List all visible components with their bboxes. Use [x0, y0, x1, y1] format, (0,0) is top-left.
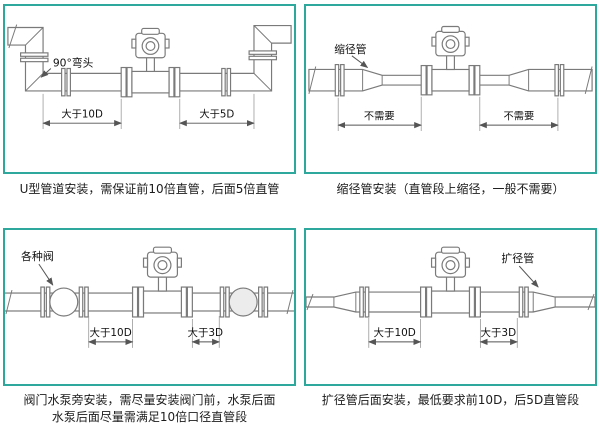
- callout: 各种阀: [21, 249, 54, 287]
- caption-reducer: 缩径管安装（直管段上缩径，一般不需要）: [304, 174, 597, 224]
- panel-expander: 大于10D 大于3D 扩径管 扩径管后面安装，最低要求前10D，后5D直管段: [304, 228, 597, 429]
- caption-line: 缩径管安装（直管段上缩径，一般不需要）: [336, 182, 565, 196]
- caption-expander: 扩径管后面安装，最低要求前10D，后5D直管段: [304, 386, 597, 408]
- u-pipe-frame: 大于10D 大于5D 90°弯头: [3, 4, 296, 174]
- caption-valve-pump: 阀门水泵旁安装，需尽量安装阀门前，水泵后面 水泵后面尽量需满足10倍口径直管段: [3, 386, 296, 424]
- dimensions: 大于10D 大于3D: [367, 318, 519, 349]
- panel-u-pipe: 大于10D 大于5D 90°弯头 U型管道安装，需保证前10倍直管，后面5倍直管: [3, 4, 296, 228]
- flowmeter-icon: [120, 27, 181, 98]
- callout-label: 扩径管: [501, 251, 534, 265]
- dim-right-label: 大于5D: [199, 107, 234, 120]
- callout: 90°弯头: [40, 57, 94, 78]
- dim-left-label: 大于10D: [374, 326, 416, 339]
- panel-valve-pump: 大于10D 大于3D 各种阀 阀门水泵旁安装，需尽量安装阀门前，水泵后面 水泵后…: [3, 228, 296, 429]
- dim-right-label: 大于3D: [481, 326, 517, 339]
- dimensions: 大于10D 大于3D: [87, 316, 224, 349]
- caption-line: 阀门水泵旁安装，需尽量安装阀门前，水泵后面: [23, 393, 276, 408]
- flowmeter-icon: [420, 25, 481, 96]
- dim-right-label: 不需要: [503, 110, 534, 122]
- caption-line: U型管道安装，需保证前10倍直管，后面5倍直管: [19, 182, 280, 196]
- flowmeter-icon: [131, 246, 193, 318]
- dimensions: 不需要 不需要: [337, 96, 559, 131]
- expander-frame: 大于10D 大于3D 扩径管: [304, 228, 597, 387]
- callout-label: 缩径管: [334, 43, 366, 56]
- caption-line: 水泵后面尽量需满足10倍口径直管段: [51, 409, 248, 424]
- reducer-frame: 不需要 不需要 缩径管: [304, 4, 597, 174]
- dim-left-label: 大于10D: [61, 107, 103, 120]
- callout-label: 各种阀: [21, 249, 54, 263]
- valve-pump-diagram: 大于10D 大于3D 各种阀: [5, 246, 294, 349]
- panel-reducer: 不需要 不需要 缩径管 缩径管安装（直管段上缩径，一般不需要）: [304, 4, 597, 228]
- callout: 缩径管: [334, 43, 369, 68]
- u-pipe-diagram: 大于10D 大于5D 90°弯头: [7, 24, 292, 130]
- dim-left-label: 大于10D: [90, 326, 132, 339]
- dimensions: 大于10D 大于5D: [42, 93, 255, 130]
- callout-label: 90°弯头: [53, 57, 94, 70]
- callout: 扩径管: [501, 251, 539, 288]
- flowmeter-icon: [420, 246, 481, 318]
- dim-right-label: 大于3D: [188, 326, 224, 339]
- pump-icon: [228, 287, 258, 317]
- caption-line: 扩径管后面安装，最低要求前10D，后5D直管段: [321, 393, 580, 408]
- dim-left-label: 不需要: [364, 110, 395, 122]
- valve-pump-frame: 大于10D 大于3D 各种阀: [3, 228, 296, 387]
- reducer-diagram: 不需要 不需要 缩径管: [308, 25, 593, 131]
- valve-icon: [49, 287, 79, 317]
- caption-u-pipe: U型管道安装，需保证前10倍直管，后面5倍直管: [3, 174, 296, 224]
- pipe-run: [7, 24, 292, 97]
- expander-diagram: 大于10D 大于3D 扩径管: [306, 246, 595, 349]
